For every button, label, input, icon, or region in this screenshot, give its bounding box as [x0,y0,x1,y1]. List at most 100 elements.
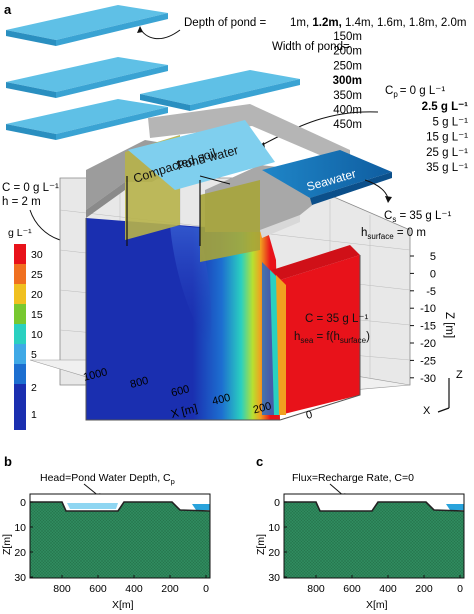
cp-value: 2.5 g L⁻¹ [422,101,468,113]
z-tick-label: -10 [420,303,436,315]
colorbar-segment [14,344,26,364]
left-bc-h: h = 2 m [2,196,41,208]
depth-arrow-top [199,175,231,185]
y-tick-label: 20 [14,547,26,559]
depth-arrowhead [137,26,143,33]
x-tick-label: 1000 [82,366,109,384]
triad-z-label: Z [456,369,463,381]
y-tick-label: 10 [14,522,26,534]
cs-arrowhead [385,196,392,203]
x-tick-label: 200 [161,583,179,595]
left-bc-c: C = 0 g L⁻¹ [2,182,59,194]
x-tick-label: 400 [125,583,143,595]
panel-c-y-label: Z[m] [255,534,267,555]
x-tick-label: 600 [343,583,361,595]
seawater-block [280,255,360,415]
cs-text: Cs = 35 g L⁻¹ [384,210,451,224]
cp-value: 25 g L⁻¹ [426,147,468,159]
cp-value: 5 g L⁻¹ [433,116,469,128]
panel-c-frame [283,493,465,579]
pond-width-value: 400m [333,105,362,117]
box-edge [279,255,361,421]
colorbar-tick-label: 2 [31,382,37,394]
pond-slab [6,99,168,140]
pond-depth-values: 1m, 1.2m, 1.4m, 1.6m, 1.8m, 2.0m [290,17,466,29]
pond-slab [140,70,300,111]
hsurface-text: hsurface = 0 m [361,227,426,241]
colorbar-tick-label: 15 [31,309,43,321]
panel-c-label: c [256,454,263,469]
compacted-soil-wall [200,180,260,262]
colorbar-tick-label: 5 [31,349,37,361]
triad-x-label: X [423,405,431,417]
pond-width-value: 250m [333,60,362,72]
pond-depth-label: Depth of pond = [184,17,266,29]
z-tick-label: 5 [430,251,436,263]
pond-width-value: 300m [333,75,362,87]
pond-depth-list: 1m, 1.2m, 1.4m, 1.6m, 1.8m, 2.0m [290,17,466,29]
cp-value-list: 2.5 g L⁻¹5 g L⁻¹15 g L⁻¹25 g L⁻¹35 g L⁻¹ [422,101,468,174]
panel-c-sea [446,504,464,510]
seawater-block-top [272,245,360,280]
z-axis-ticks: 50-5-10-15-20-25-30 [410,251,436,385]
seawater [262,150,392,198]
colorbar-tick-label: 20 [31,289,43,301]
x-tick-label: 0 [203,583,209,595]
y-tick-label: 0 [274,497,280,509]
z-tick-label: -15 [420,321,436,333]
transition-zone [276,275,286,415]
y-tick-label: 30 [14,572,26,584]
z-tick-label: -20 [420,338,436,350]
colorbar-segment [14,264,26,284]
panel-b-label: b [4,454,12,469]
x-tick-label: 0 [305,409,314,422]
pond-depth-value: 1m, [290,17,312,29]
colorbar-tick-label: 25 [31,269,43,281]
colorbar-segment [14,304,26,324]
inner-h-text: hsea = f(hsurface) [294,331,370,345]
x-tick-label: 800 [307,583,325,595]
x-tick-label: 600 [170,383,191,399]
z-tick-label: 0 [430,268,436,280]
y-tick-label: 30 [268,572,280,584]
pond-depth-value: 1.6m, [377,17,409,29]
colorbar-segment [14,384,26,430]
x-tick-label: 0 [457,583,463,595]
pond-depth-value: 1.4m, [345,17,377,29]
x-tick-label: 800 [129,375,150,391]
pond-slab [6,5,168,46]
colorbar-segment [14,364,26,384]
pond-water [128,120,275,190]
x-tick-label: 400 [211,392,232,408]
panel-c-annotation: Flux=Recharge Rate, C=0 [292,472,414,484]
inner-c-text: C = 35 g L⁻¹ [305,313,368,325]
z-axis-label: Z [m] [443,312,455,338]
land-surface [86,182,125,218]
colorbar-segment [14,324,26,344]
colorbar-tick-label: 10 [31,329,43,341]
panel-b-frame [29,493,211,579]
panel-b-pond-water [67,503,118,509]
colorbar-title: g L⁻¹ [8,227,32,239]
x-tick-label: 400 [379,583,397,595]
pond-width-label: Width of pond= [272,41,350,53]
dashed-edge [260,215,300,238]
panel-c-cover [284,494,464,500]
panel-b-cover [30,494,210,500]
seawater-edge [310,172,392,205]
y-tick-label: 20 [268,547,280,559]
panel-b-sea [192,504,210,510]
cp-group: Cp= 0 g L⁻¹ 2.5 g L⁻¹5 g L⁻¹15 g L⁻¹25 g… [385,85,468,174]
colorbar-tick-label: 30 [31,249,43,261]
colorbar-segment [14,284,26,304]
pond-width-value: 200m [333,46,362,58]
panel-c-x-label: X[m] [366,599,388,611]
box-edge [85,218,280,421]
